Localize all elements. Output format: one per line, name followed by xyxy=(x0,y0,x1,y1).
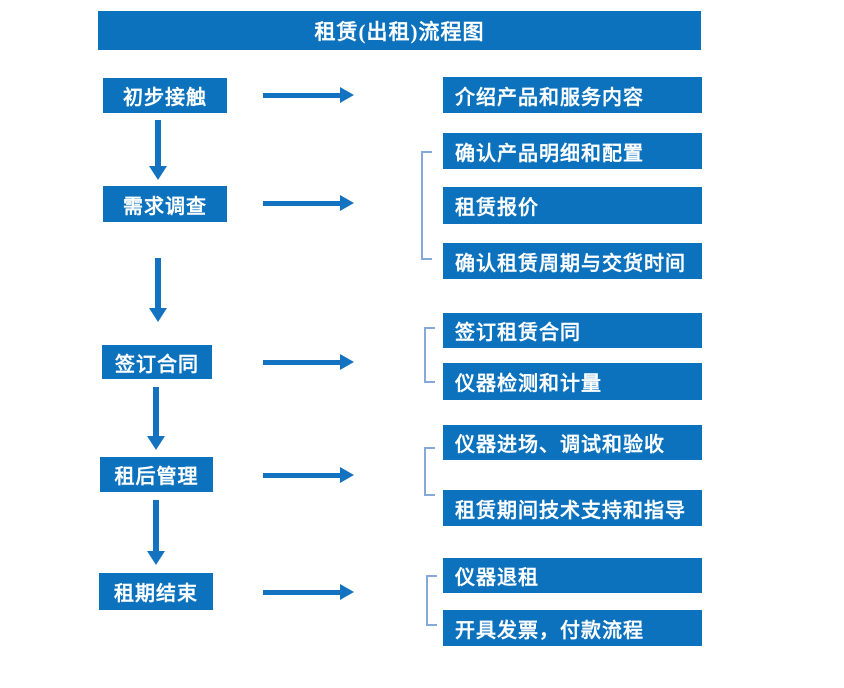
arrow-stem xyxy=(153,500,159,551)
arrow-head xyxy=(149,308,167,322)
detail-instrument-testing-metering: 仪器检测和计量 xyxy=(443,363,702,400)
arrow-stem xyxy=(155,120,161,166)
detail-instrument-return: 仪器退租 xyxy=(443,558,702,593)
detail-instrument-entry-debug-acceptance: 仪器进场、调试和验收 xyxy=(443,425,702,460)
step-sign-contract: 签订合同 xyxy=(102,345,212,379)
detail-invoice-payment-process: 开具发票，付款流程 xyxy=(443,610,702,646)
arrow-head xyxy=(149,166,167,180)
arrow-stem xyxy=(263,92,340,98)
arrow-right-icon xyxy=(263,584,354,600)
group-bracket xyxy=(424,447,435,496)
detail-confirm-product-details-config: 确认产品明细和配置 xyxy=(443,133,702,169)
step-rental-end: 租期结束 xyxy=(99,573,213,610)
arrow-down-icon xyxy=(149,258,167,322)
arrow-stem xyxy=(155,258,161,308)
group-bracket xyxy=(424,327,435,383)
arrow-stem xyxy=(263,589,340,595)
arrow-head xyxy=(340,195,354,211)
group-bracket xyxy=(426,575,437,626)
arrow-down-icon xyxy=(149,120,167,180)
arrow-right-icon xyxy=(263,467,354,483)
arrow-head xyxy=(340,467,354,483)
detail-rental-tech-support-guidance: 租赁期间技术支持和指导 xyxy=(443,490,702,526)
step-post-rental-management: 租后管理 xyxy=(100,457,213,492)
arrow-head xyxy=(340,584,354,600)
arrow-right-icon xyxy=(263,87,354,103)
arrow-stem xyxy=(263,472,340,478)
group-bracket xyxy=(421,151,432,260)
arrow-stem xyxy=(153,387,159,436)
arrow-stem xyxy=(263,200,340,206)
arrow-right-icon xyxy=(263,195,354,211)
arrow-stem xyxy=(263,359,340,365)
detail-introduce-products-services: 介绍产品和服务内容 xyxy=(443,77,702,113)
arrow-head xyxy=(147,436,165,450)
arrow-head xyxy=(340,354,354,370)
arrow-down-icon xyxy=(147,387,165,450)
step-demand-survey: 需求调查 xyxy=(103,186,227,222)
arrow-right-icon xyxy=(263,354,354,370)
flowchart-title: 租赁(出租)流程图 xyxy=(98,11,701,50)
arrow-head xyxy=(340,87,354,103)
arrow-head xyxy=(147,551,165,565)
detail-confirm-rental-period-delivery: 确认租赁周期与交货时间 xyxy=(443,243,702,279)
detail-rental-quotation: 租赁报价 xyxy=(443,187,702,224)
arrow-down-icon xyxy=(147,500,165,565)
detail-sign-rental-contract: 签订租赁合同 xyxy=(443,313,702,348)
step-initial-contact: 初步接触 xyxy=(103,78,227,113)
